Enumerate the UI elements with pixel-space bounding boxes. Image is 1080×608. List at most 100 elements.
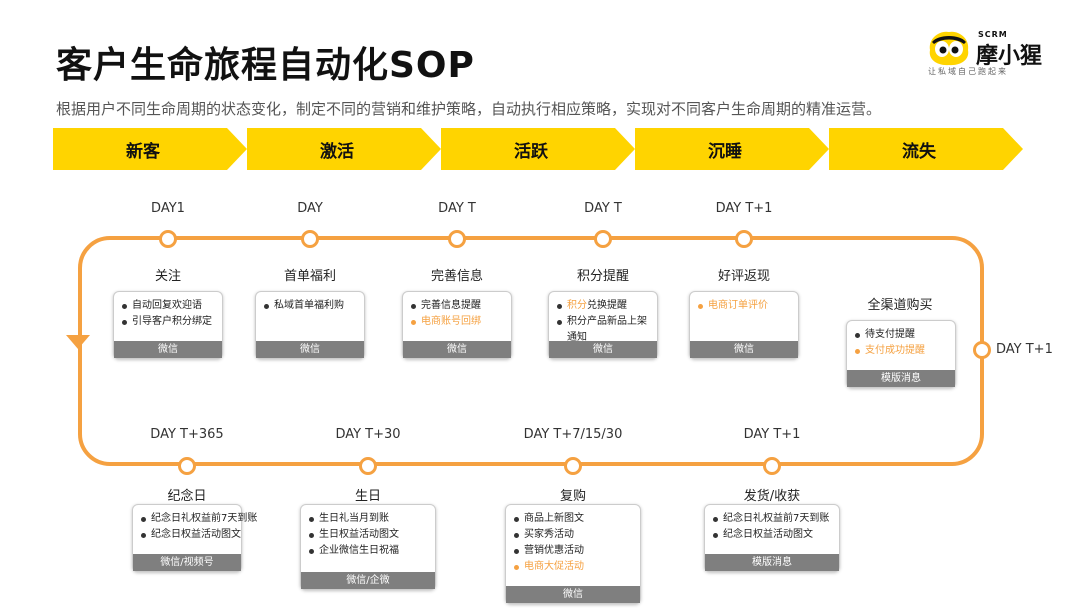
card-channel-footer: 微信 — [690, 341, 798, 358]
step-title: 纪念日 — [167, 489, 207, 504]
stage-label: 新客 — [126, 141, 160, 162]
timeline-node — [594, 230, 612, 248]
timeline-node — [448, 230, 466, 248]
day-label: DAY1 — [151, 201, 185, 216]
channel-card: 自动回复欢迎语引导客户积分绑定微信 — [113, 291, 223, 359]
card-item-list: 电商订单评价 — [690, 292, 798, 314]
timeline-node — [301, 230, 319, 248]
step-title: 完善信息 — [430, 269, 484, 284]
step-title: 发货/收获 — [743, 489, 801, 504]
logo-name-text: 摩小猩 — [976, 44, 1043, 69]
timeline-node — [159, 230, 177, 248]
stage-2: 激活 — [247, 128, 441, 170]
day-label: DAY T+1 — [743, 427, 801, 442]
step-title: 复购 — [559, 489, 587, 504]
stage-label: 活跃 — [514, 141, 548, 162]
timeline-node — [564, 457, 582, 475]
card-item: 通知 — [567, 332, 587, 343]
card-item: 支付成功提醒 — [855, 343, 949, 359]
card-item: 完善信息提醒 — [411, 298, 505, 314]
step-title: 好评返现 — [717, 269, 771, 284]
channel-card: 纪念日礼权益前7天到账纪念日权益活动图文模版消息 — [704, 504, 840, 572]
channel-card: 待支付提醒支付成功提醒模版消息 — [846, 320, 956, 388]
card-channel-footer: 微信/企微 — [301, 572, 435, 589]
timeline-node — [763, 457, 781, 475]
timeline-node — [973, 341, 991, 359]
track-direction-arrow-icon — [66, 335, 90, 349]
step-title: 全渠道购买 — [867, 298, 933, 313]
channel-card: 积分兑换提醒积分产品新品上架通知微信 — [548, 291, 658, 359]
step-title: 首单福利 — [283, 269, 337, 284]
stage-1: 新客 — [53, 128, 247, 170]
card-item: 积分产品新品上架 — [557, 314, 651, 330]
day-label: DAY T+7/15/30 — [523, 427, 623, 442]
card-item: 自动回复欢迎语 — [122, 298, 216, 314]
logo-slogan-text: 让私域自己跑起来 — [928, 67, 1008, 76]
card-item: 买家秀活动 — [514, 527, 634, 543]
card-item-list: 纪念日礼权益前7天到账纪念日权益活动图文 — [705, 505, 839, 543]
card-item: 商品上新图文 — [514, 511, 634, 527]
card-channel-footer: 模版消息 — [705, 554, 839, 571]
logo-scrm-text: SCRM — [978, 30, 1008, 39]
step-title: 积分提醒 — [576, 269, 630, 284]
card-item: 私域首单福利购 — [264, 298, 358, 314]
brand-logo: SCRM 摩小猩 让私域自己跑起来 — [926, 30, 1050, 80]
card-item: 生日礼当月到账 — [309, 511, 429, 527]
day-label: DAY T+365 — [150, 427, 224, 442]
channel-card: 完善信息提醒电商账号回绑微信 — [402, 291, 512, 359]
stage-label: 沉睡 — [708, 141, 742, 162]
day-label: DAY T — [584, 201, 622, 216]
card-item: 电商大促活动 — [514, 559, 634, 575]
card-item-list: 自动回复欢迎语引导客户积分绑定 — [114, 292, 222, 330]
card-channel-footer: 微信/视频号 — [133, 554, 241, 571]
day-label: DAY — [297, 201, 323, 216]
step-title: 生日 — [354, 489, 382, 504]
stage-label: 流失 — [902, 141, 936, 162]
day-label: DAY T+1 — [996, 342, 1053, 357]
mascot-face-icon — [929, 31, 969, 66]
channel-card: 电商订单评价微信 — [689, 291, 799, 359]
stage-5: 流失 — [829, 128, 1023, 170]
timeline-node — [178, 457, 196, 475]
card-item: 纪念日权益活动图文 — [713, 527, 833, 543]
timeline-node — [735, 230, 753, 248]
card-item: 积分兑换提醒 — [557, 298, 651, 314]
page-title: 客户生命旅程自动化SOP — [56, 45, 475, 86]
day-label: DAY T+30 — [335, 427, 401, 442]
card-item: 纪念日权益活动图文 — [141, 527, 241, 543]
card-item-list: 生日礼当月到账生日权益活动图文企业微信生日祝福 — [301, 505, 435, 559]
card-item: 电商账号回绑 — [411, 314, 505, 330]
timeline-node — [359, 457, 377, 475]
card-item: 生日权益活动图文 — [309, 527, 429, 543]
card-channel-footer: 微信 — [506, 586, 640, 603]
card-item-list: 商品上新图文买家秀活动营销优惠活动电商大促活动 — [506, 505, 640, 575]
card-channel-footer: 微信 — [256, 341, 364, 358]
day-label: DAY T+1 — [715, 201, 773, 216]
step-title: 关注 — [154, 269, 182, 284]
stage-3: 活跃 — [441, 128, 635, 170]
stage-4: 沉睡 — [635, 128, 829, 170]
card-item-text: 兑换提醒 — [587, 300, 627, 311]
channel-card: 私域首单福利购微信 — [255, 291, 365, 359]
channel-card: 纪念日礼权益前7天到账纪念日权益活动图文微信/视频号 — [132, 504, 257, 572]
card-item: 营销优惠活动 — [514, 543, 634, 559]
card-item-list: 纪念日礼权益前7天到账纪念日权益活动图文 — [133, 505, 257, 543]
channel-card: 生日礼当月到账生日权益活动图文企业微信生日祝福微信/企微 — [300, 504, 436, 590]
card-item: 待支付提醒 — [855, 327, 949, 343]
card-item-list: 私域首单福利购 — [256, 292, 364, 314]
stage-label: 激活 — [320, 141, 354, 162]
card-item-list: 完善信息提醒电商账号回绑 — [403, 292, 511, 330]
card-item-list: 积分兑换提醒积分产品新品上架通知 — [549, 292, 657, 346]
card-channel-footer: 微信 — [403, 341, 511, 358]
card-channel-footer: 模版消息 — [847, 370, 955, 387]
card-item: 引导客户积分绑定 — [122, 314, 216, 330]
card-item: 纪念日礼权益前7天到账 — [713, 511, 833, 527]
card-item: 纪念日礼权益前7天到账 — [141, 511, 257, 527]
card-item: 电商订单评价 — [698, 298, 792, 314]
page-subtitle: 根据用户不同生命周期的状态变化，制定不同的营销和维护策略，自动执行相应策略，实现… — [56, 100, 882, 118]
day-label: DAY T — [438, 201, 476, 216]
channel-card: 商品上新图文买家秀活动营销优惠活动电商大促活动微信 — [505, 504, 641, 604]
card-item-list: 待支付提醒支付成功提醒 — [847, 321, 955, 359]
card-channel-footer: 微信 — [114, 341, 222, 358]
card-item-highlight: 积分 — [567, 300, 587, 311]
